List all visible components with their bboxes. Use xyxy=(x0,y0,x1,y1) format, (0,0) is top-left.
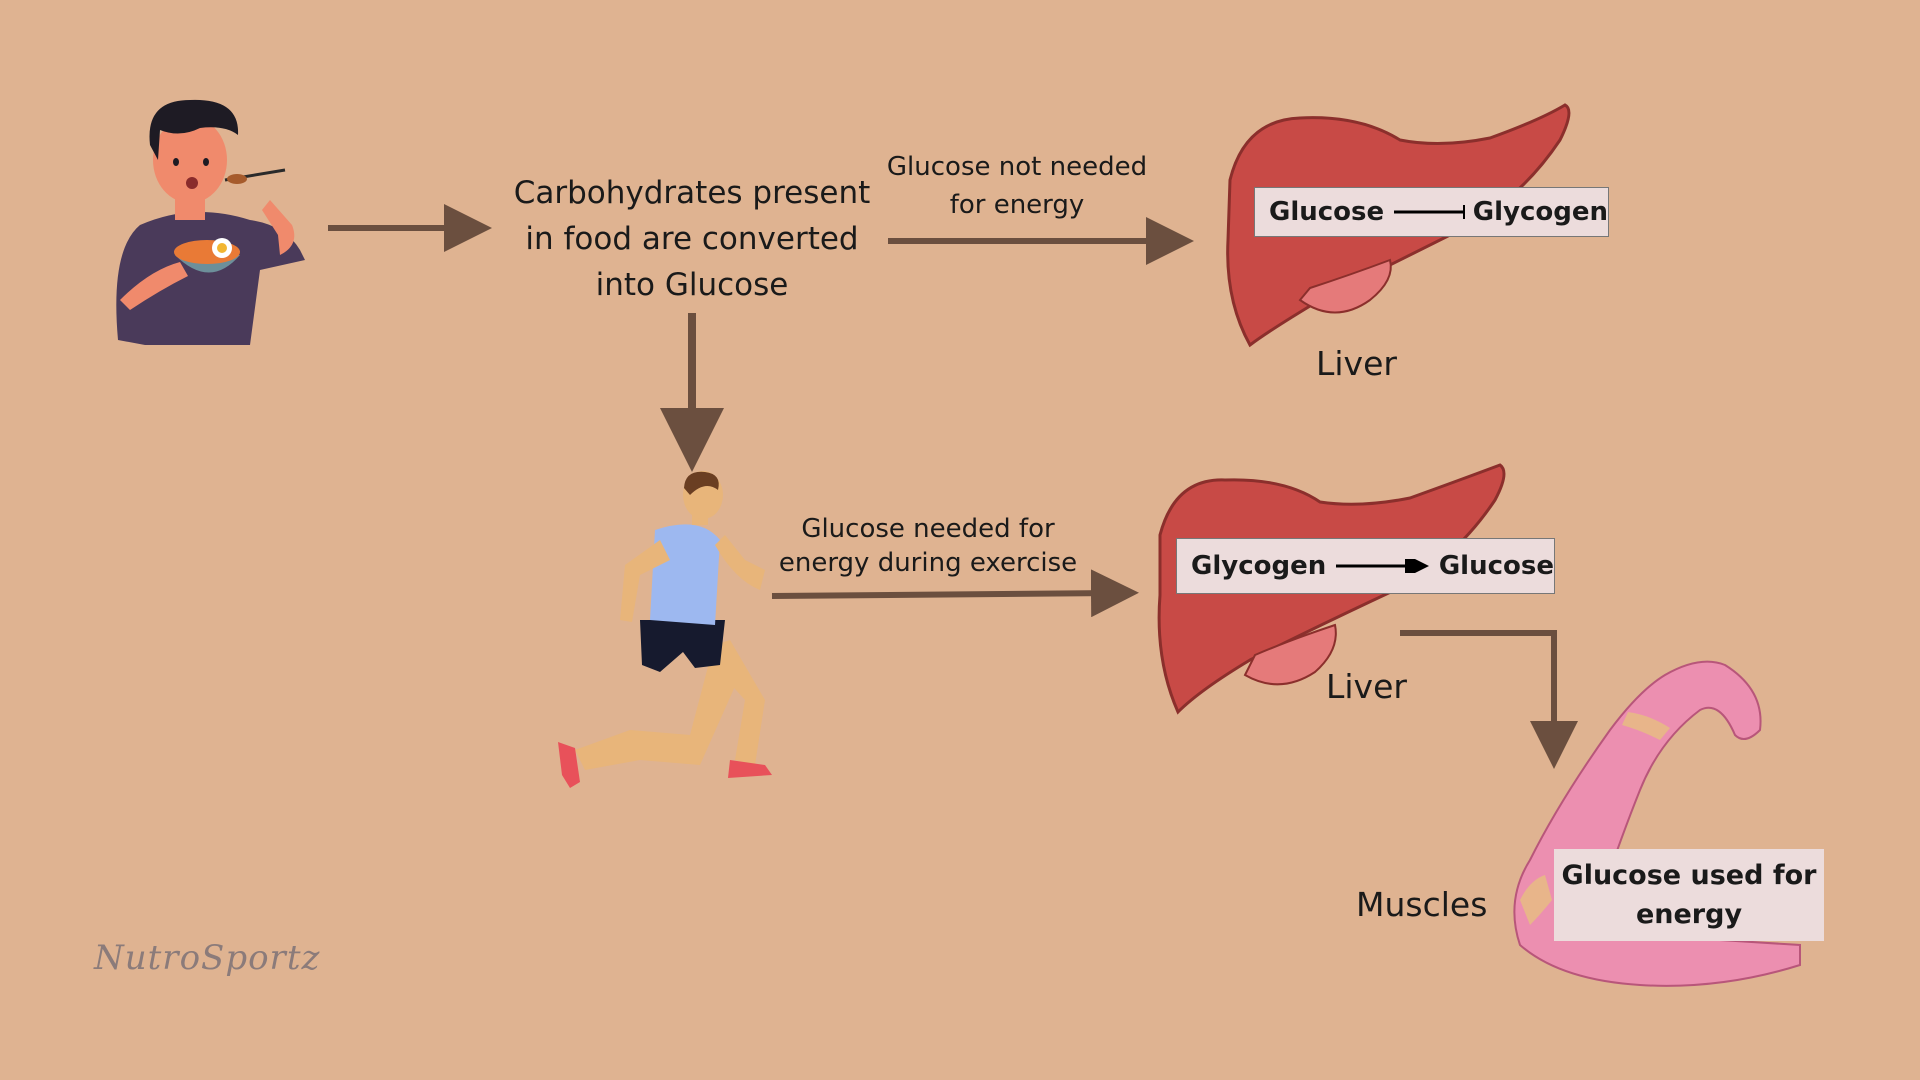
glycogenesis-box: Glucose Glycogen xyxy=(1254,187,1609,237)
not-needed-label: Glucose not needed for energy xyxy=(886,152,1148,220)
needed-label: Glucose needed for energy during exercis… xyxy=(778,514,1078,578)
conversion-to: Glucose xyxy=(1438,551,1554,581)
arrow-to-liver-release xyxy=(771,569,1139,618)
person-eating-icon xyxy=(116,99,305,345)
conversion-arrow-icon xyxy=(1394,205,1465,219)
conversion-arrow-icon xyxy=(1336,559,1430,573)
liver-label: Liver xyxy=(1316,344,1397,383)
liver-label: Liver xyxy=(1326,667,1407,706)
muscles-label: Muscles xyxy=(1356,885,1488,924)
brand-watermark: NutroSportz xyxy=(94,938,321,978)
arrow-liver-to-muscles xyxy=(1400,630,1578,769)
process-text: Carbohydrates present in food are conver… xyxy=(513,175,871,303)
conversion-from: Glucose xyxy=(1269,197,1385,227)
runner-icon xyxy=(558,471,772,788)
energy-result-text: Glucose used for energy xyxy=(1561,860,1817,930)
glycogenolysis-box: Glycogen Glucose xyxy=(1176,538,1555,594)
energy-result-box: Glucose used for energy xyxy=(1554,849,1824,941)
conversion-to: Glycogen xyxy=(1472,197,1608,227)
conversion-from: Glycogen xyxy=(1191,551,1327,581)
